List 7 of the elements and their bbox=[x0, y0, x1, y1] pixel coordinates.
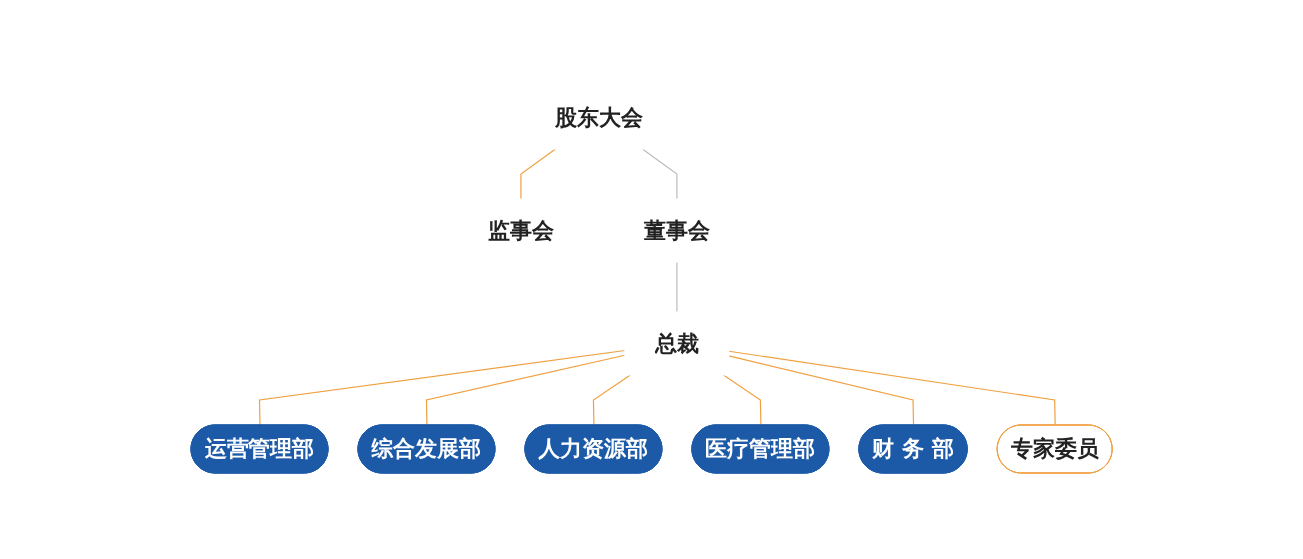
node-text: 总裁 bbox=[654, 330, 699, 356]
node-text: 监事会 bbox=[487, 217, 554, 243]
connector bbox=[641, 148, 678, 200]
node-text: 股东大会 bbox=[554, 105, 643, 130]
connector bbox=[520, 148, 556, 200]
node-text: 董事会 bbox=[643, 217, 710, 243]
connector bbox=[676, 261, 678, 313]
